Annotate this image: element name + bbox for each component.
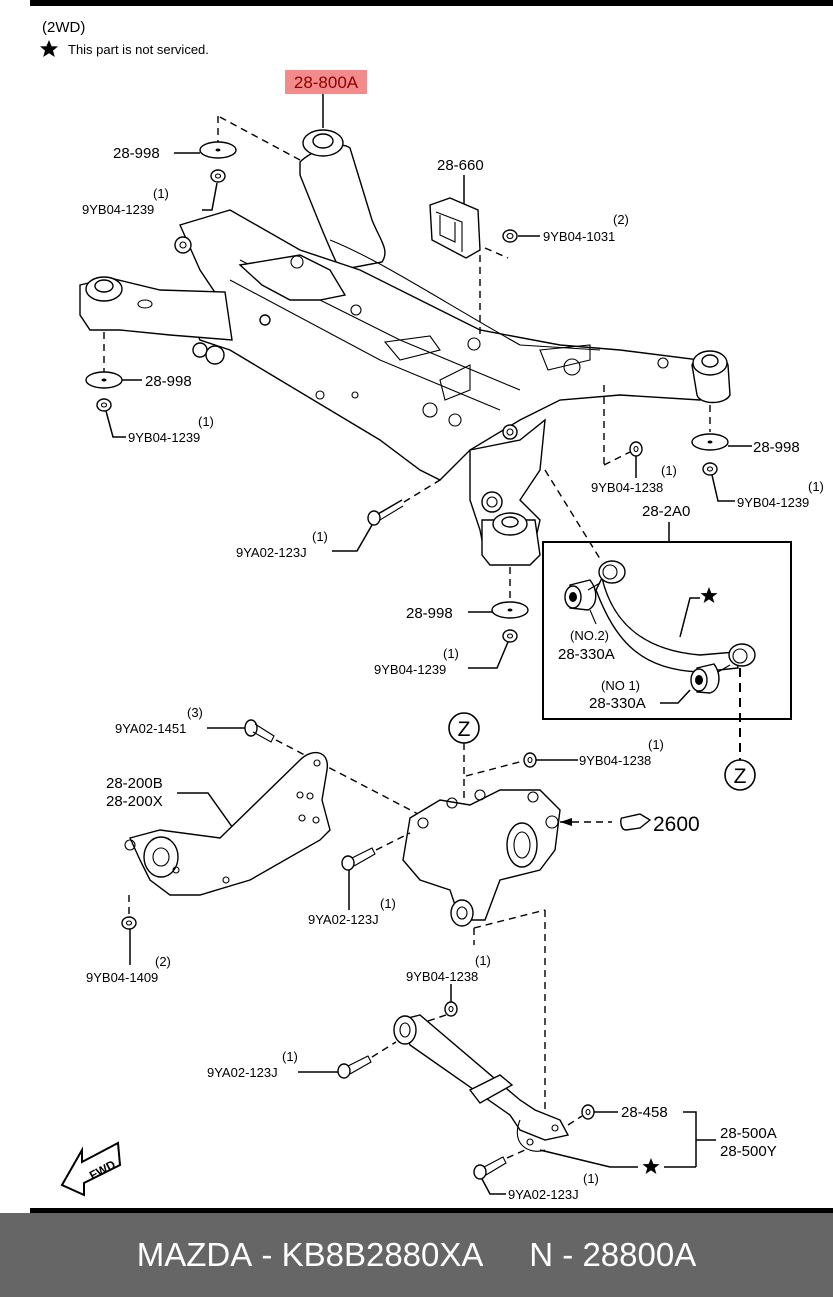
nut-c-qty: (1) xyxy=(443,646,459,661)
nut-1238-l-qty: (1) xyxy=(475,953,491,968)
upper-arm-detail-box xyxy=(542,541,792,720)
bolt-123j-d-qty: (1) xyxy=(583,1171,599,1186)
nut-1238-k-label: 9YB04-1238 xyxy=(579,753,651,768)
fwd-arrow-icon: FWD xyxy=(60,1141,122,1197)
bolt-123j-b-qty: (1) xyxy=(380,896,396,911)
footer-gap xyxy=(483,1236,529,1274)
nut-1238-r-label: 9YB04-1238 xyxy=(591,480,663,495)
bolt-123j-d-label: 9YA02-123J xyxy=(508,1187,579,1202)
bushing-no2-label: 28-330A xyxy=(558,646,615,663)
nut-9yb04-1409[interactable] xyxy=(121,916,137,930)
lower-arm-label-2: 28-500Y xyxy=(720,1143,777,1160)
highlight-box xyxy=(285,70,367,94)
ref-marker-z-right[interactable]: Z xyxy=(724,759,756,791)
bolt-9ya02-123j-middle[interactable] xyxy=(341,847,376,871)
nut-1409-label: 9YB04-1409 xyxy=(86,970,158,985)
bushing-28-330a-no1[interactable] xyxy=(690,663,720,694)
nut-1238-l-label: 9YB04-1238 xyxy=(406,969,478,984)
crossmember-drawing xyxy=(79,129,731,566)
nut-1409-qty: (2) xyxy=(155,954,171,969)
highlighted-part-callout[interactable]: 28-800A xyxy=(285,70,367,94)
nut-ml-qty: (1) xyxy=(198,414,214,429)
washer-28-998-top-left[interactable] xyxy=(199,141,237,159)
lower-arm-28-500a[interactable] xyxy=(393,1014,570,1152)
svg-text:Z: Z xyxy=(458,718,471,741)
star-icon xyxy=(642,1158,660,1174)
nut-9yb04-1239-mid-left[interactable] xyxy=(96,398,112,412)
bolt-1451-label: 9YA02-1451 xyxy=(115,721,186,736)
lower-arm-label-1: 28-500A xyxy=(720,1125,777,1142)
nut-r-qty: (1) xyxy=(808,479,824,494)
nut-1031-label: 9YB04-1031 xyxy=(543,229,615,244)
upper-arm-label: 28-2A0 xyxy=(642,503,690,520)
top-rule xyxy=(30,0,833,6)
bracket-28-660[interactable] xyxy=(429,197,481,259)
nut-r-label: 9YB04-1239 xyxy=(737,495,809,510)
bolt-123j-b-label: 9YA02-123J xyxy=(308,912,379,927)
nut-9yb04-1239-center[interactable] xyxy=(502,629,518,643)
nut-9yb04-1031[interactable] xyxy=(502,229,518,243)
pointing-hand-icon xyxy=(620,813,652,831)
trailing-arm-label-1: 28-200B xyxy=(106,775,163,792)
nut-tl-label: 9YB04-1239 xyxy=(82,202,154,217)
rear-knuckle[interactable] xyxy=(402,789,561,927)
nut-9yb04-1239-right[interactable] xyxy=(702,462,718,476)
footer-bar: MAZDA - KB8B2880XA N - 28800A xyxy=(0,1213,833,1297)
footer-code: 28800A xyxy=(582,1236,697,1273)
bolt-1451-qty: (3) xyxy=(187,705,203,720)
nut-9yb04-1238-knuckle[interactable] xyxy=(523,752,537,768)
nut-1031-qty: (2) xyxy=(613,212,629,227)
svg-text:Z: Z xyxy=(734,765,747,788)
bolt-9ya02-123j-upper[interactable] xyxy=(367,499,404,526)
bushing-no2-tag: (NO.2) xyxy=(570,628,609,643)
nut-9yb04-1239-top-left[interactable] xyxy=(210,169,226,183)
bushing-28-330a-no2[interactable] xyxy=(564,579,597,611)
nut-ml-label: 9YB04-1239 xyxy=(128,430,200,445)
bolt-9ya02-1451[interactable] xyxy=(244,719,275,743)
washer-28-998-right[interactable] xyxy=(691,433,729,451)
bolt-123j-c-qty: (1) xyxy=(282,1049,298,1064)
crossmember-label: 28-800A xyxy=(294,73,359,92)
trailing-arm-label-2: 28-200X xyxy=(106,793,163,810)
washer-ml-label: 28-998 xyxy=(145,373,192,390)
parts-diagram: (2WD) This part is not serviced. 28-800A xyxy=(40,19,824,1202)
nut-1238-k-qty: (1) xyxy=(648,737,664,752)
ref-page-label[interactable]: 2600 xyxy=(653,813,700,836)
washer-458-label: 28-458 xyxy=(621,1104,668,1121)
nut-c-label: 9YB04-1239 xyxy=(374,662,446,677)
footer-separator-2: - xyxy=(553,1236,583,1273)
washer-tl-label: 28-998 xyxy=(113,145,160,162)
upper-arm-28-2a0[interactable] xyxy=(595,560,756,673)
bolt-9ya02-123j-lower-left[interactable] xyxy=(337,1055,372,1079)
nut-tl-qty: (1) xyxy=(153,186,169,201)
ref-marker-z-left[interactable]: Z xyxy=(448,712,480,744)
washer-r-label: 28-998 xyxy=(753,439,800,456)
footer-brand: MAZDA xyxy=(136,1236,253,1273)
bolt-123j-a-qty: (1) xyxy=(312,529,328,544)
washer-28-998-center[interactable] xyxy=(491,601,529,619)
bracket-660-label: 28-660 xyxy=(437,157,484,174)
variant-label: (2WD) xyxy=(42,19,85,36)
star-icon xyxy=(700,587,718,603)
washer-c-label: 28-998 xyxy=(406,605,453,622)
nut-1238-r-qty: (1) xyxy=(661,463,677,478)
star-icon xyxy=(40,40,58,57)
footer-code-prefix: N xyxy=(529,1236,554,1273)
bolt-123j-a-label: 9YA02-123J xyxy=(236,545,307,560)
washer-28-998-mid-left[interactable] xyxy=(85,371,123,389)
legend-note: This part is not serviced. xyxy=(68,42,209,57)
bolt-123j-c-label: 9YA02-123J xyxy=(207,1065,278,1080)
bushing-no1-tag: (NO 1) xyxy=(601,678,640,693)
bottom-rule xyxy=(30,1208,833,1213)
bushing-no1-label: 28-330A xyxy=(589,695,646,712)
trailing-arm-28-200b[interactable] xyxy=(124,751,331,896)
bolt-9ya02-123j-bottom[interactable] xyxy=(473,1156,507,1180)
footer-oem-number: KB8B2880XA xyxy=(281,1236,484,1273)
nut-9yb04-1238-right[interactable] xyxy=(629,441,643,457)
footer-separator: - xyxy=(252,1236,282,1273)
washer-28-458[interactable] xyxy=(581,1104,595,1120)
nut-9yb04-1238-lower[interactable] xyxy=(444,1001,458,1017)
